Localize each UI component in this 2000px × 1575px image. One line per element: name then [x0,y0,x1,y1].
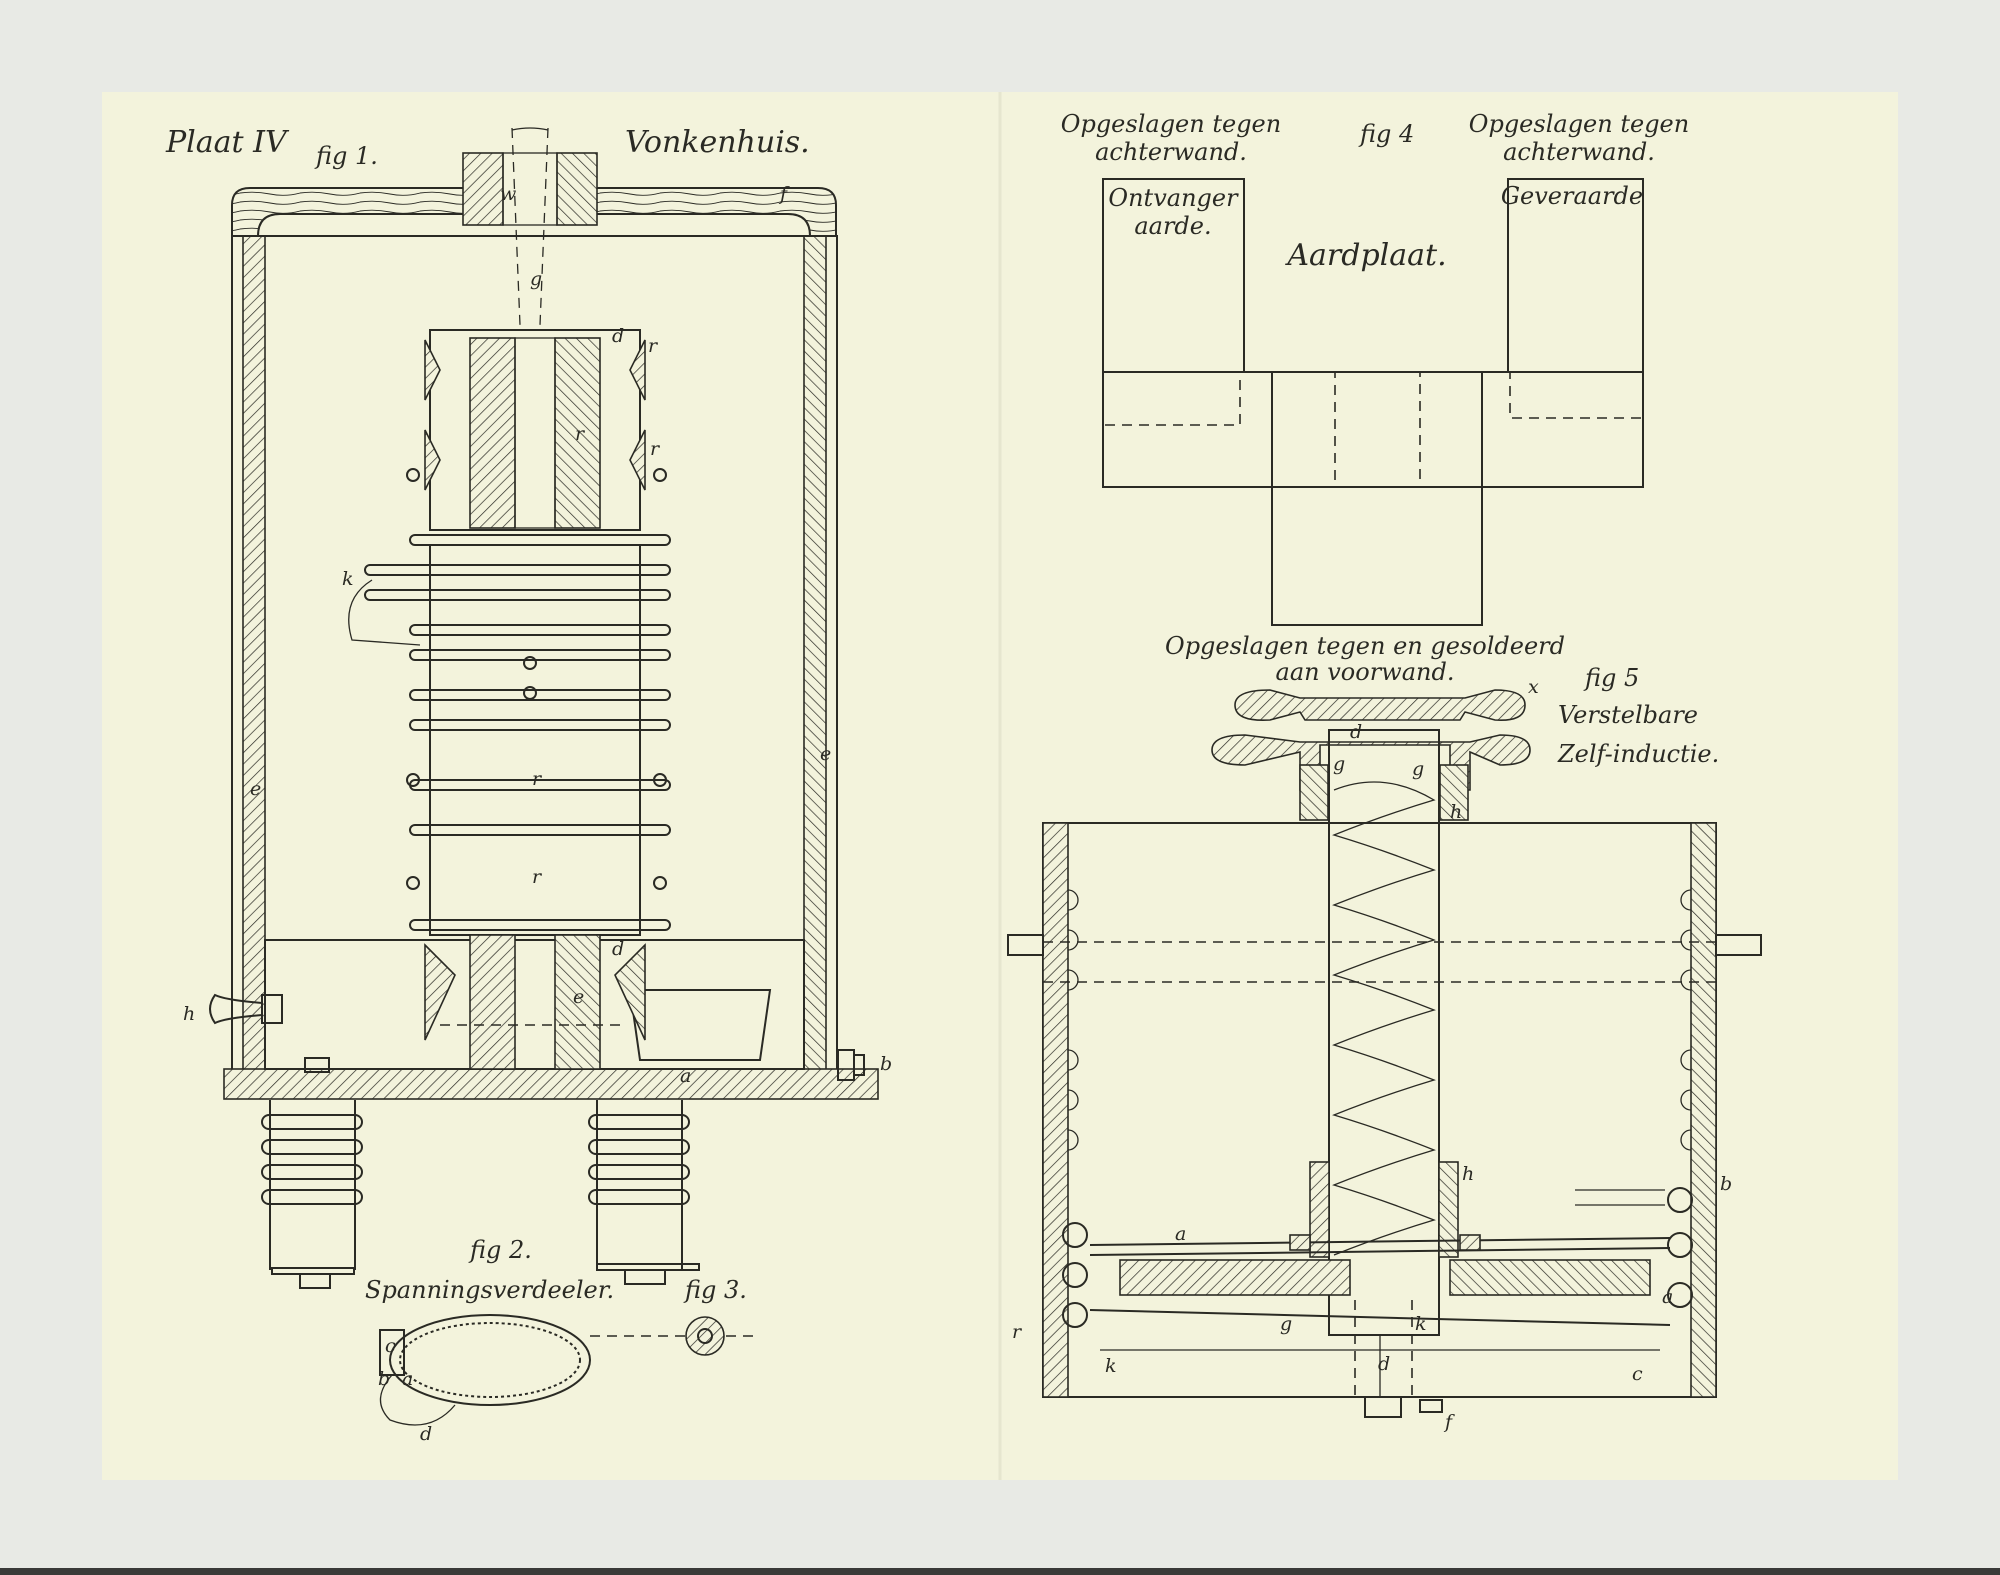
fig5-note-line2: aan voorwand. [1276,658,1455,686]
svg-text:r: r [648,335,659,357]
svg-text:g: g [1333,753,1345,775]
svg-text:d: d [420,1423,432,1445]
fig1-spark-housing-drawing [209,127,879,1289]
svg-text:r: r [575,423,586,445]
fig5-title-line2: Zelf-inductie. [1557,740,1719,768]
svg-text:w: w [500,183,516,205]
fig5-part-letters: x d g g h h a a b r k g k d c f [1012,676,1732,1433]
svg-text:a: a [680,1065,691,1087]
fig4-center-label: Aardplaat. [1284,238,1446,273]
fig5-label: fig 5 [1583,664,1639,692]
svg-text:h: h [183,1003,195,1025]
svg-text:r: r [1012,1321,1023,1343]
svg-text:d: d [612,938,624,960]
svg-text:a: a [1662,1286,1673,1308]
insulator-right [588,1100,700,1285]
bottom-edge-strip [0,1568,2000,1575]
fig4-note-right-line1: Opgeslagen tegen [1469,110,1689,138]
insulator-left [261,1100,363,1289]
svg-text:r: r [532,866,543,888]
svg-text:k: k [342,568,354,590]
svg-text:r: r [650,438,661,460]
fig2-label: fig 2. [468,1236,532,1264]
fig1-title: Vonkenhuis. [625,125,810,160]
svg-text:b: b [880,1053,892,1075]
svg-text:g: g [1280,1313,1292,1335]
svg-text:k: k [1415,1313,1427,1335]
fig3-cross-section-drawing [685,1316,725,1356]
fig4-earth-plate-drawing [1102,178,1644,626]
svg-text:h: h [1450,801,1462,823]
svg-text:f: f [778,183,790,205]
svg-text:d: d [1350,721,1362,743]
fig4-note-right-line2: achterwand. [1503,138,1655,166]
svg-text:c: c [1632,1363,1643,1385]
svg-text:c: c [385,1335,396,1357]
fig5-title-line1: Verstelbare [1558,701,1698,729]
svg-text:f: f [1443,1411,1455,1433]
fig5-variable-inductance-drawing [1007,689,1762,1418]
svg-text:b: b [1720,1173,1732,1195]
fig3-label: fig 3. [683,1276,747,1304]
svg-text:e: e [820,743,831,765]
fig5-note-line1: Opgeslagen tegen en gesoldeerd [1165,632,1565,660]
plate-title: Plaat IV [165,125,290,160]
svg-text:x: x [1528,676,1539,698]
svg-text:e: e [573,986,584,1008]
fig4-note-left-line2: achterwand. [1095,138,1247,166]
fig4-note-left-line1: Opgeslagen tegen [1061,110,1281,138]
svg-text:h: h [1462,1163,1474,1185]
fig2-title: Spanningsverdeeler. [365,1276,614,1304]
svg-text:b: b [378,1368,390,1390]
fig2-voltage-divider-drawing: c b a d [378,1314,755,1445]
svg-text:d: d [1378,1353,1390,1375]
fig4-box-left-line1: Ontvanger [1108,184,1239,212]
svg-text:k: k [1105,1355,1117,1377]
svg-text:e: e [250,778,261,800]
fig4-box-left-line2: aarde. [1134,212,1211,240]
svg-text:g: g [1412,758,1424,780]
svg-text:a: a [402,1368,413,1390]
fig4-label: fig 4 [1358,120,1414,148]
fig1-label: fig 1. [314,142,378,170]
fig4-box-right: Geveraarde [1501,182,1643,210]
svg-text:a: a [1175,1223,1186,1245]
svg-text:g: g [530,268,542,290]
svg-text:r: r [532,768,543,790]
svg-text:d: d [612,325,624,347]
fig1-part-letters: w g f d r r r r r k e e h b a d e [183,183,892,1087]
